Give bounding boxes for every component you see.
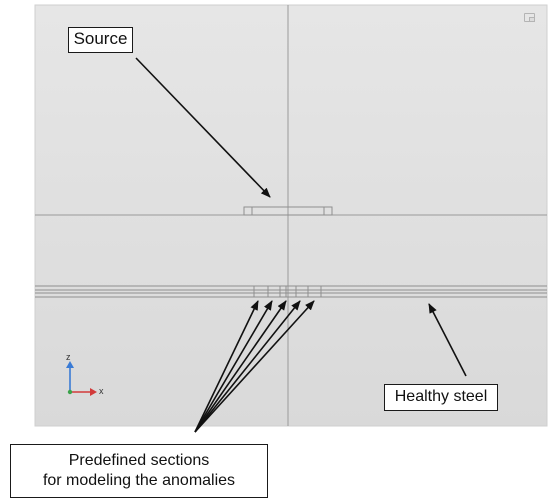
annotation-arrows: [135, 57, 467, 433]
predefined-sections-label: Predefined sections for modeling the ano…: [10, 444, 268, 498]
healthy-steel-arrow: [428, 303, 467, 377]
axis-triad-icon: [66, 361, 97, 396]
steel-plate-geometry: [35, 285, 547, 298]
section-arrow-2: [194, 300, 273, 433]
source-arrow: [135, 57, 271, 198]
sections-label-line-1: Predefined sections: [68, 452, 210, 469]
axis-z-label: z: [66, 352, 71, 362]
section-arrow-5: [194, 300, 315, 433]
section-arrow-1: [194, 300, 259, 433]
source-geometry: [243, 206, 333, 216]
window-corner-icon[interactable]: [524, 13, 535, 22]
section-arrow-3: [194, 300, 287, 433]
sections-label-line-2: for modeling the anomalies: [42, 472, 236, 489]
healthy-steel-label: Healthy steel: [384, 384, 498, 411]
source-label: Source: [68, 27, 133, 53]
anomaly-sections: [253, 286, 322, 297]
axis-x-label: x: [99, 386, 104, 396]
section-arrow-4: [194, 300, 301, 433]
